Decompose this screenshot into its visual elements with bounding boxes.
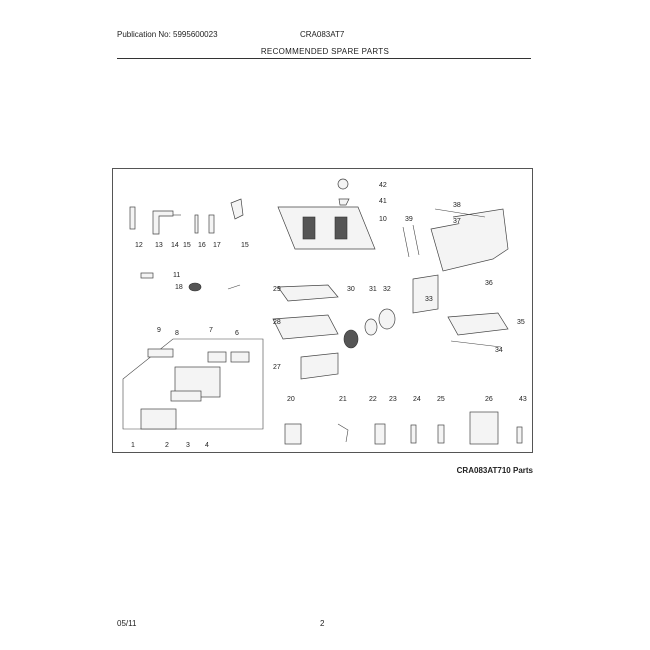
callout-11: 11 <box>173 272 180 279</box>
model-number: CRA083AT7 <box>300 30 345 39</box>
callout-28: 28 <box>273 319 281 326</box>
callout-17: 17 <box>213 242 221 249</box>
callout-4: 4 <box>205 442 209 449</box>
callout-16: 16 <box>198 242 206 249</box>
electrical-parts-group <box>284 411 523 445</box>
callout-15: 15 <box>183 242 191 249</box>
callout-29: 29 <box>273 286 281 293</box>
callout-22: 22 <box>369 396 377 403</box>
callout-23: 23 <box>389 396 397 403</box>
callout-8: 8 <box>175 330 179 337</box>
front-panel-group <box>277 178 376 250</box>
callout-18: 18 <box>175 284 183 291</box>
callout-1: 1 <box>131 442 135 449</box>
callout-21: 21 <box>339 396 347 403</box>
publication-number: Publication No: 5995600023 <box>117 30 218 39</box>
fastener-parts-group <box>140 272 241 292</box>
section-title: RECOMMENDED SPARE PARTS <box>260 47 390 56</box>
callout-42: 42 <box>379 182 387 189</box>
fan-motor-group <box>272 274 439 380</box>
callout-39: 39 <box>405 216 413 223</box>
callout-33: 33 <box>425 296 433 303</box>
callout-7: 7 <box>209 327 213 334</box>
callout-38: 38 <box>453 202 461 209</box>
callout-25: 25 <box>437 396 445 403</box>
callout-3: 3 <box>186 442 190 449</box>
bracket-parts-group <box>129 198 244 235</box>
callout-35: 35 <box>517 319 525 326</box>
callout-13: 13 <box>155 242 163 249</box>
front-grille-group <box>122 338 264 430</box>
callout-32: 32 <box>383 286 391 293</box>
callout-43: 43 <box>519 396 527 403</box>
callout-14: 14 <box>171 242 179 249</box>
callout-2: 2 <box>165 442 169 449</box>
callout-30: 30 <box>347 286 355 293</box>
callout-10: 10 <box>379 216 387 223</box>
footer-date: 05/11 <box>117 619 137 628</box>
base-pan-group <box>447 312 509 348</box>
callout-31: 31 <box>369 286 377 293</box>
header-rule <box>117 58 531 59</box>
callout-9: 9 <box>157 327 161 334</box>
callout-26: 26 <box>485 396 493 403</box>
callout-12: 12 <box>135 242 143 249</box>
callout-27: 27 <box>273 364 281 371</box>
diagram-caption: CRA083AT710 Parts <box>456 466 533 475</box>
page-number: 2 <box>320 619 325 628</box>
callout-15: 15 <box>241 242 249 249</box>
callout-37: 37 <box>453 218 461 225</box>
callout-24: 24 <box>413 396 421 403</box>
callout-6: 6 <box>235 330 239 337</box>
cabinet-group <box>402 208 509 272</box>
callout-20: 20 <box>287 396 295 403</box>
callout-41: 41 <box>379 198 387 205</box>
callout-34: 34 <box>495 347 503 354</box>
callout-36: 36 <box>485 280 493 287</box>
